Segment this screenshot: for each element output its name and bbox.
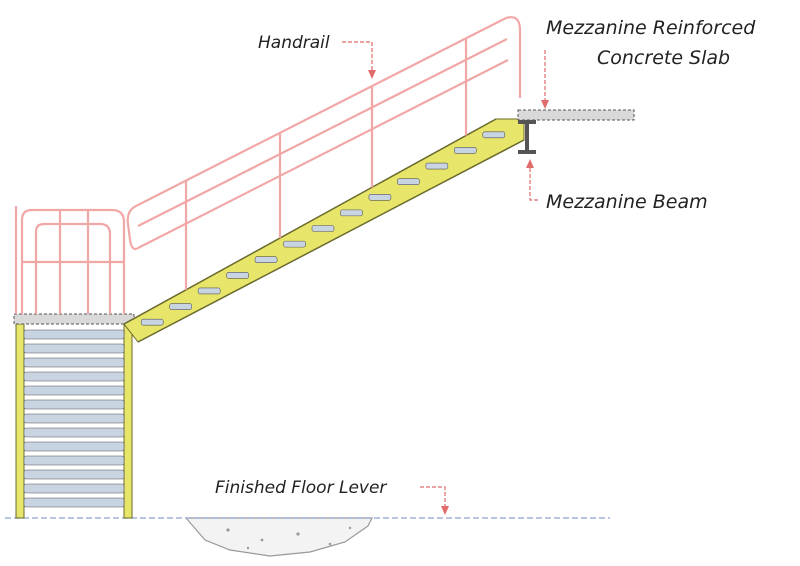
landing-right-post [123, 323, 133, 519]
arrow-down-icon [541, 100, 549, 109]
stair-treads [140, 131, 506, 326]
arrow-up-icon [526, 159, 534, 168]
landing-left-post [15, 323, 25, 519]
ground-excavation [184, 517, 373, 557]
landing-guard-inner-rail [34, 222, 112, 314]
landing-tread [23, 329, 125, 340]
stringer-top-edge [123, 118, 497, 325]
ground-aggregate [260, 538, 264, 542]
handrail [14, 16, 522, 314]
landing-tread [23, 357, 125, 368]
handrail-upper-rail [137, 16, 522, 206]
landing-tread [23, 497, 125, 508]
mezzanine-concrete-slab [517, 109, 635, 121]
arrow-down-icon [368, 70, 376, 79]
stair-tread [368, 193, 392, 201]
handrail-posts [184, 38, 468, 290]
ground-aggregate [328, 542, 332, 546]
lower-landing [13, 313, 135, 519]
ground-aggregate [226, 528, 230, 532]
ground-aggregate [296, 532, 300, 536]
stair-tread [197, 287, 221, 295]
handrail-start-return [126, 203, 139, 251]
stair-tread [140, 318, 164, 326]
stair-tread [397, 178, 420, 185]
arrow-down-icon [441, 506, 449, 515]
landing-tread [23, 343, 125, 354]
landing-tread [23, 427, 125, 438]
handrail-label: Handrail [258, 33, 330, 53]
stair-tread [254, 256, 278, 264]
mezzanine-beam-bottom-flange [518, 150, 536, 154]
stair-tread [425, 162, 449, 170]
slab-label-line-1: Mezzanine Reinforced [546, 17, 756, 39]
stair-tread [482, 131, 506, 139]
leaders [342, 41, 549, 515]
landing-tread [23, 483, 125, 494]
handrail-leader [342, 41, 373, 72]
landing-top-plate [13, 313, 135, 325]
labels: Handrail Mezzanine Reinforced Concrete S… [215, 17, 756, 498]
floor [5, 517, 610, 557]
beam-leader [529, 166, 538, 201]
mezzanine [517, 109, 635, 154]
ground-aggregate [348, 526, 352, 530]
ground-aggregate [246, 546, 250, 550]
stair-tread [454, 147, 477, 154]
stair-tread [340, 209, 363, 217]
mezzanine-beam-top-flange [518, 120, 536, 124]
landing-tread [23, 385, 125, 396]
landing-tread [23, 441, 125, 452]
floor-level-label: Finished Floor Lever [215, 478, 387, 498]
stringer-bottom-edge [137, 139, 525, 343]
landing-tread [23, 455, 125, 466]
landing-tread [23, 413, 125, 424]
beam-label: Mezzanine Beam [546, 191, 708, 213]
landing-tread [23, 399, 125, 410]
handrail-lower-rail [137, 59, 509, 249]
slab-label-line-2: Concrete Slab [597, 47, 730, 69]
landing-tread [23, 371, 125, 382]
stair-tread [169, 303, 192, 310]
stair-tread [226, 272, 249, 279]
floor-leader [420, 486, 446, 508]
landing-treads [23, 329, 125, 508]
stair-tread [311, 225, 335, 232]
handrail-mid-rail [137, 38, 508, 227]
landing-guard-top-rail [20, 208, 126, 314]
mezzanine-beam-web [525, 124, 529, 150]
stair-tread [283, 240, 306, 248]
landing-tread [23, 469, 125, 480]
